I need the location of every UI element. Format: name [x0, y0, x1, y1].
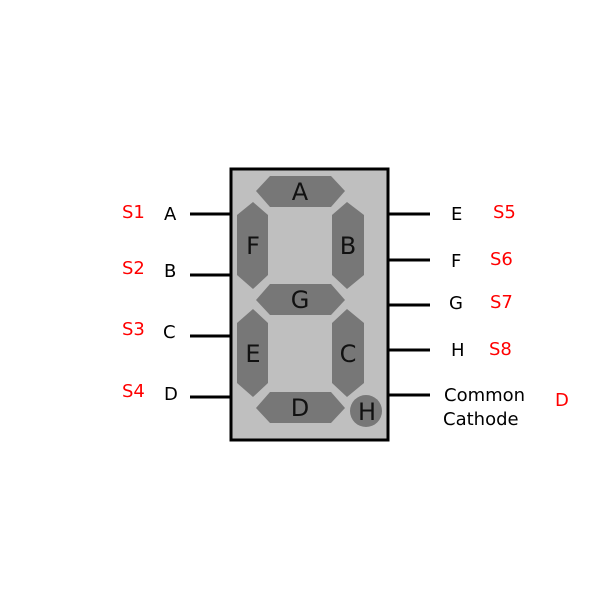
pin-label: H: [451, 340, 465, 361]
signal-label: S6: [490, 249, 513, 270]
signal-label: S3: [122, 319, 145, 340]
common-cathode-label-line1: Common: [444, 385, 525, 406]
segment-label-g: G: [291, 286, 310, 314]
signal-label: S4: [122, 381, 145, 402]
signal-label: S5: [493, 202, 516, 223]
common-cathode-label-line2: Cathode: [443, 409, 519, 430]
segment-c: [332, 309, 364, 397]
segment-label-h: H: [358, 398, 376, 426]
segment-label-a: A: [292, 178, 309, 206]
segment-g: [256, 284, 345, 315]
pin-label: A: [164, 204, 177, 225]
common-signal-label: D: [555, 390, 569, 411]
segment-h-dot: [350, 395, 382, 427]
pin-label: E: [451, 204, 462, 225]
segment-label-f: F: [246, 232, 260, 260]
segment-d: [256, 392, 345, 423]
segment-label-d: D: [291, 394, 309, 422]
segment-e: [237, 309, 268, 397]
pin-label: D: [164, 384, 178, 405]
segment-f: [237, 202, 268, 289]
segment-label-c: C: [340, 340, 357, 368]
pin-lines: [190, 212, 430, 399]
signal-label: S7: [490, 292, 513, 313]
pin-label: C: [163, 322, 176, 343]
pin-label: B: [164, 261, 176, 282]
signal-label: S2: [122, 258, 145, 279]
segment-label-b: B: [340, 232, 356, 260]
signal-label: S8: [489, 339, 512, 360]
pin-label: F: [451, 251, 461, 272]
segment-label-e: E: [245, 340, 260, 368]
segment-a: [256, 176, 345, 207]
pin-label: G: [449, 293, 463, 314]
segment-b: [332, 202, 364, 289]
signal-label: S1: [122, 202, 145, 223]
